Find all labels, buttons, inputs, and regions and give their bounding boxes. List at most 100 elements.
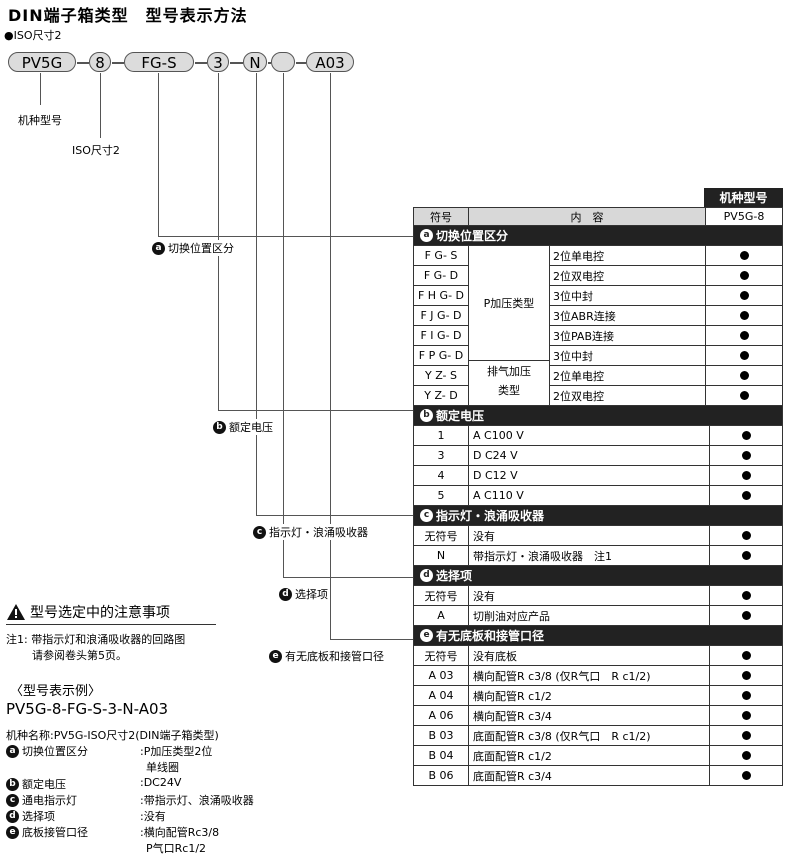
circle-b-icon: b xyxy=(213,420,226,434)
row-content: 2位双电控 xyxy=(469,266,706,285)
circle-d-icon: d xyxy=(279,587,292,601)
available-dot-icon xyxy=(741,751,751,760)
dash xyxy=(77,62,89,64)
available-dot-icon xyxy=(739,251,749,260)
availability-cell xyxy=(710,466,782,485)
example-value: :P加压类型2位 xyxy=(140,745,213,758)
example-key: 选择项 xyxy=(22,810,55,823)
row-symbol: F J G- D xyxy=(414,306,469,325)
row-content: 没有 xyxy=(469,586,710,605)
row-content-text: 3位中封 xyxy=(549,346,593,365)
availability-cell xyxy=(710,766,782,785)
row-content: D C24 V xyxy=(469,446,710,465)
availability-cell xyxy=(706,346,782,365)
availability-cell xyxy=(710,526,782,545)
row-symbol: Y Z- S xyxy=(414,366,469,385)
group-exhaust-line2: 类型 xyxy=(498,383,520,397)
availability-cell xyxy=(710,706,782,725)
row-symbol: 3 xyxy=(414,446,469,465)
label-a-text: 切换位置区分 xyxy=(168,242,234,255)
row-symbol: F G- D xyxy=(414,266,469,285)
example-value: 单线圈 xyxy=(146,761,179,774)
iso-size-label: ISO尺寸2 xyxy=(72,142,120,158)
availability-cell xyxy=(710,446,782,465)
row-content-text: 2位双电控 xyxy=(549,386,604,405)
machine-type-label: 机种型号 xyxy=(18,112,62,128)
model-part-size: 8 xyxy=(89,52,111,72)
row-content: 底面配管R c3/8 (仅R气口 R c1/2) xyxy=(469,726,710,745)
example-code: PV5G-8-FG-S-3-N-A03 xyxy=(6,700,169,718)
availability-cell xyxy=(710,686,782,705)
row-symbol: F G- S xyxy=(414,246,469,265)
circle-d-icon: d xyxy=(420,569,433,582)
iso-subtitle: ●ISO尺寸2 xyxy=(4,29,62,42)
row-content: A C110 V xyxy=(469,486,710,505)
row-content: 2位双电控 xyxy=(469,386,706,405)
circle-c-icon: c xyxy=(420,509,433,522)
example-heading: 〈型号表示例〉 xyxy=(10,684,102,699)
note-line-2: 请参阅卷头第5页。 xyxy=(32,649,127,662)
example-key: 通电指示灯 xyxy=(22,794,77,807)
connector-line xyxy=(283,73,284,577)
availability-cell xyxy=(710,486,782,505)
header-model: PV5G-8 xyxy=(706,208,782,225)
machine-type-header: 机种型号 xyxy=(704,188,783,207)
page-title: DIN端子箱类型 型号表示方法 xyxy=(8,6,248,25)
row-symbol: 5 xyxy=(414,486,469,505)
circle-e-icon: e xyxy=(420,629,433,642)
circle-a-icon: a xyxy=(6,744,19,758)
row-content: D C12 V xyxy=(469,466,710,485)
availability-cell xyxy=(710,746,782,765)
row-content-text: 3位PAB连接 xyxy=(549,326,614,345)
connector-line xyxy=(283,577,413,578)
availability-cell xyxy=(710,726,782,745)
row-content-text: 2位双电控 xyxy=(549,266,604,285)
model-part-switch: FG-S xyxy=(124,52,194,72)
availability-cell xyxy=(706,386,782,405)
example-machine-name: 机种名称:PV5G-ISO尺寸2(DIN端子箱类型) xyxy=(6,729,219,742)
row-symbol: 1 xyxy=(414,426,469,445)
circle-a-icon: a xyxy=(420,229,433,242)
row-symbol: A 04 xyxy=(414,686,469,705)
connector-line xyxy=(158,73,159,236)
available-dot-icon xyxy=(741,591,751,600)
availability-cell xyxy=(706,366,782,385)
section-d-title: 选择项 xyxy=(436,569,473,583)
available-dot-icon xyxy=(739,371,749,380)
circle-d-icon: d xyxy=(6,809,19,823)
group-exhaust-line1: 排气加压 xyxy=(487,364,531,378)
example-value: :横向配管Rc3/8 xyxy=(140,826,220,839)
row-content: 没有 xyxy=(469,526,710,545)
available-dot-icon xyxy=(741,651,751,660)
available-dot-icon xyxy=(741,471,751,480)
label-d-text: 选择项 xyxy=(295,588,328,601)
available-dot-icon xyxy=(741,691,751,700)
availability-cell xyxy=(710,546,782,565)
row-content: 3位PAB连接 xyxy=(469,326,706,345)
example-key: 额定电压 xyxy=(22,778,66,791)
connector-line xyxy=(40,73,41,105)
row-content: 底面配管R c3/4 xyxy=(469,766,710,785)
row-content: 没有底板 xyxy=(469,646,710,665)
circle-c-icon: c xyxy=(253,525,266,539)
example-value: :DC24V xyxy=(140,776,182,789)
available-dot-icon xyxy=(741,671,751,680)
notice-divider xyxy=(6,624,216,625)
row-content: 2位单电控 xyxy=(469,246,706,265)
row-content: 底面配管R c1/2 xyxy=(469,746,710,765)
row-symbol: A 06 xyxy=(414,706,469,725)
